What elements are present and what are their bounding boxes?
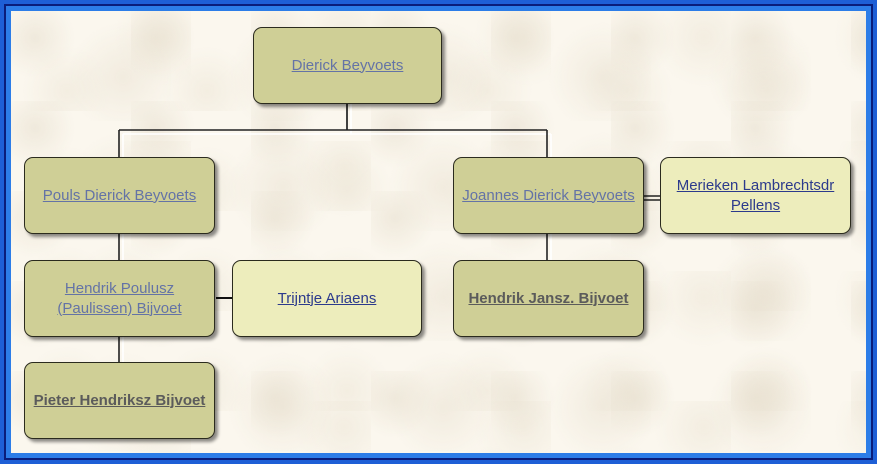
person-link[interactable]: Hendrik Jansz. Bijvoet (468, 289, 629, 307)
connector-joannes-spouse (644, 195, 661, 201)
connector-pouls-to-hendrik (118, 234, 124, 262)
person-link[interactable]: Pieter Hendriksz Bijvoet (33, 391, 206, 409)
spouse-node-merieken[interactable]: Merieken Lambrechtsdr Pellens (660, 157, 851, 234)
person-link[interactable]: Dierick Beyvoets (291, 56, 404, 74)
person-node-joannes[interactable]: Joannes Dierick Beyvoets (453, 157, 644, 234)
person-node-pouls[interactable]: Pouls Dierick Beyvoets (24, 157, 215, 234)
person-link[interactable]: Joannes Dierick Beyvoets (462, 186, 635, 204)
connector-root (118, 104, 552, 158)
person-link[interactable]: Trijntje Ariaens (277, 289, 377, 307)
person-node-pieter[interactable]: Pieter Hendriksz Bijvoet (24, 362, 215, 439)
person-node-hendrik-poulusz[interactable]: Hendrik Poulusz (Paulissen) Bijvoet (24, 260, 215, 337)
person-link[interactable]: Pouls Dierick Beyvoets (42, 186, 197, 204)
connector-hendrik-to-pieter (118, 337, 124, 364)
person-node-hendrik-jansz[interactable]: Hendrik Jansz. Bijvoet (453, 260, 644, 337)
person-link[interactable]: Hendrik Poulusz (Paulissen) Bijvoet (57, 279, 182, 317)
spouse-node-trijntje[interactable]: Trijntje Ariaens (232, 260, 422, 337)
person-node-root[interactable]: Dierick Beyvoets (253, 27, 442, 104)
connector-joannes-to-hendrik-jansz (546, 234, 552, 262)
person-link[interactable]: Merieken Lambrechtsdr Pellens (676, 176, 835, 214)
